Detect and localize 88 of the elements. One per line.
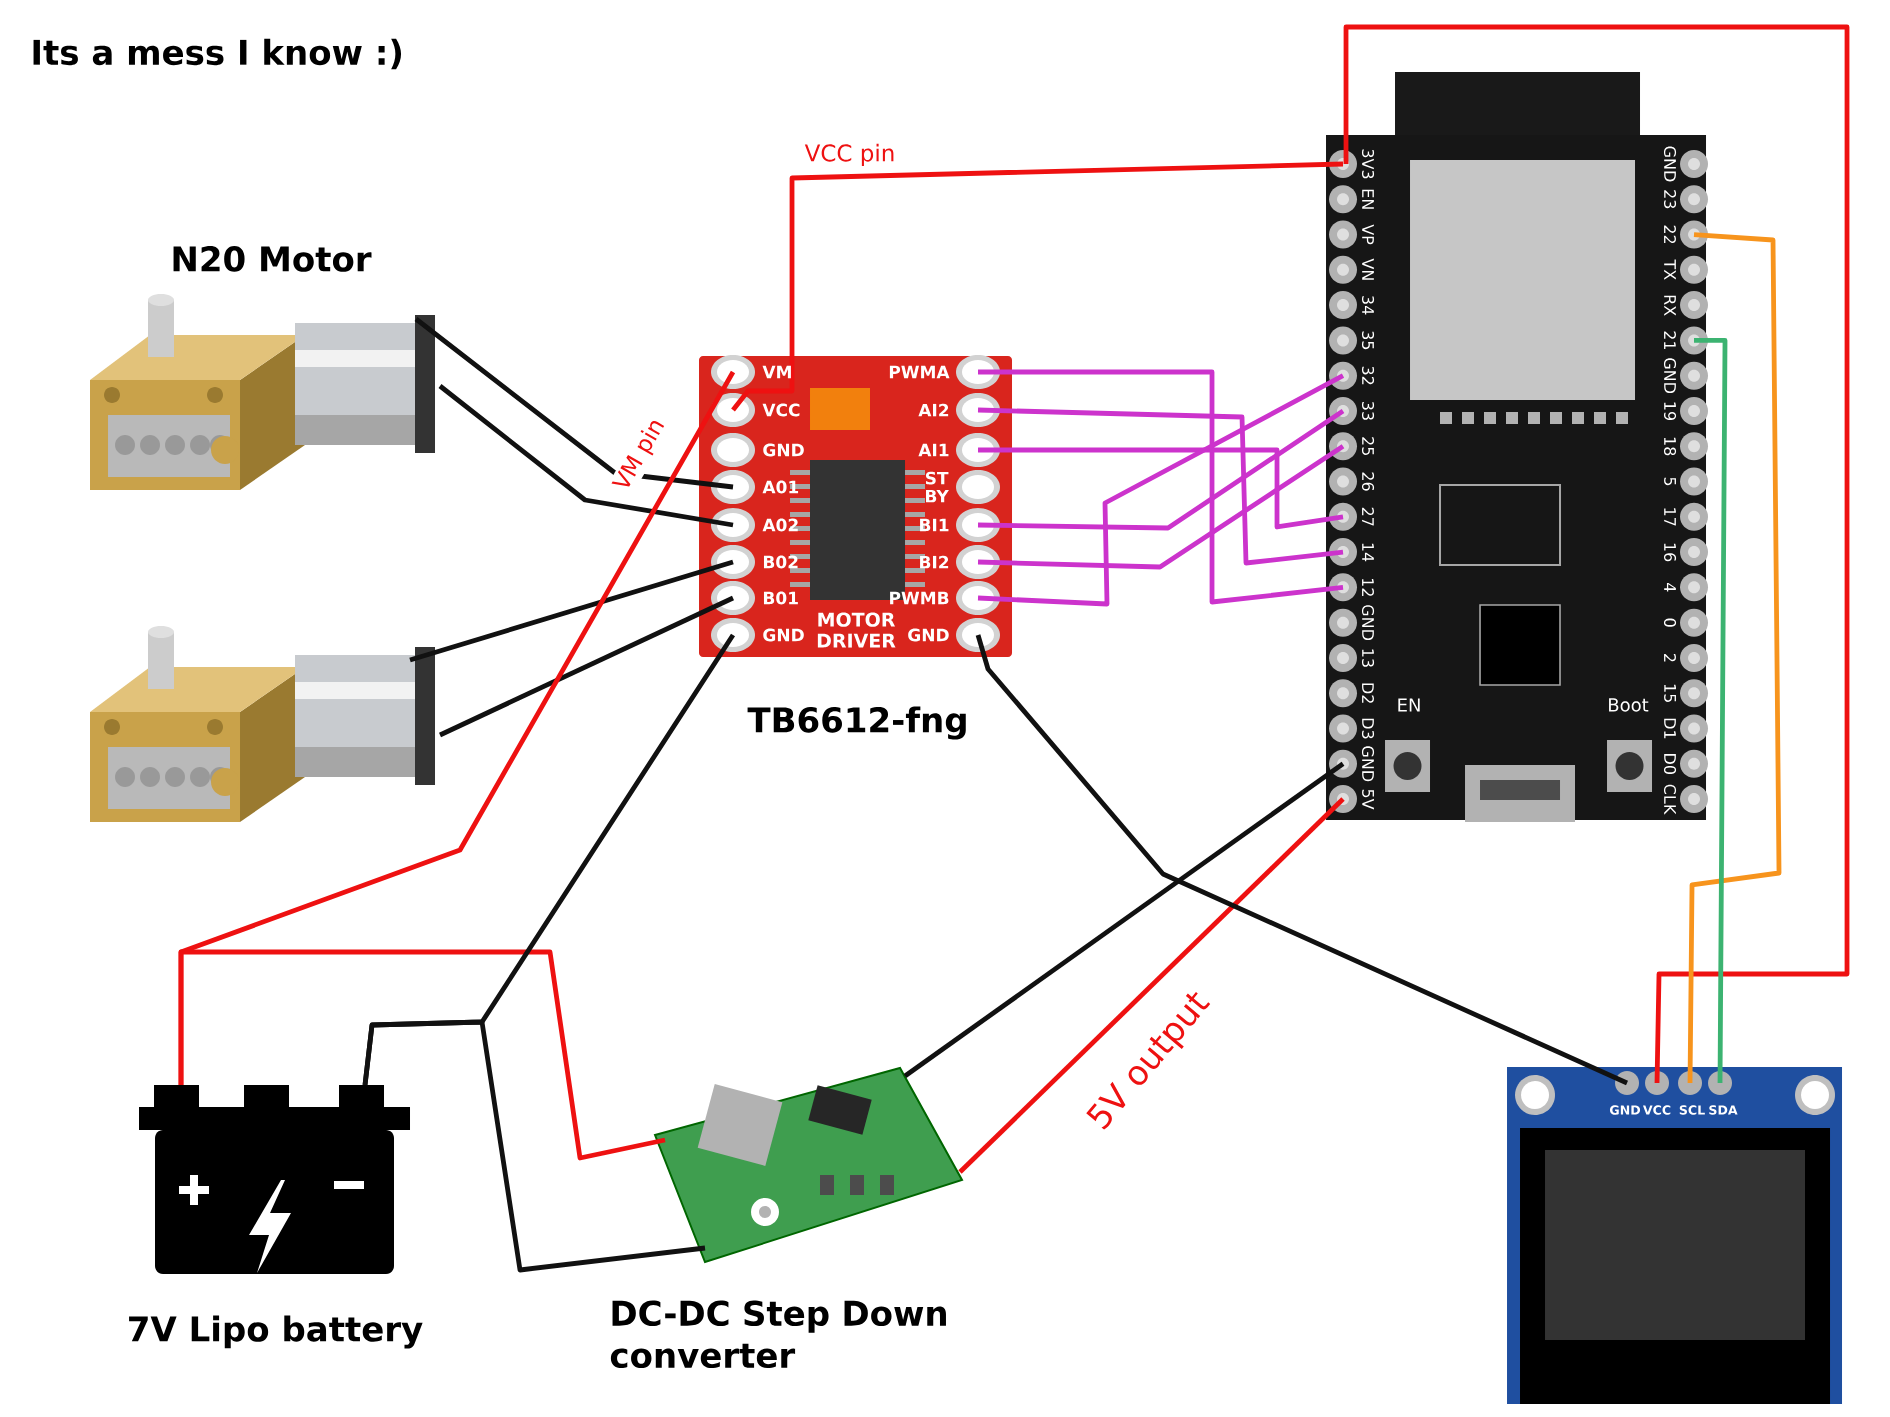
- wire: [975, 634, 1628, 1086]
- pin-label: ST BY: [925, 471, 949, 503]
- pin-label: 35: [1361, 331, 1375, 350]
- wire: [978, 447, 1344, 530]
- pin-label: D0: [1663, 754, 1677, 774]
- pin-label: 12: [1362, 578, 1374, 596]
- wire: [362, 1019, 706, 1273]
- pin-label: VN: [1362, 258, 1374, 280]
- pin-label: 5V: [1362, 789, 1374, 810]
- title: Its a mess I know :): [33, 38, 402, 70]
- pin-label: A01: [762, 480, 799, 494]
- pin-label: D1: [1664, 718, 1676, 739]
- wire: [958, 797, 1345, 1174]
- pin-label: 18: [1663, 437, 1677, 456]
- oled-display-drawing: [1507, 1067, 1842, 1404]
- pin-label: 15: [1664, 684, 1676, 702]
- pin-label: GND: [1663, 358, 1677, 394]
- motor-drawing: [90, 626, 435, 822]
- pin-label: 0: [1663, 618, 1677, 627]
- pin-label: BI1: [920, 518, 949, 532]
- component-label: DC-DC Step Down converter: [610, 1300, 946, 1369]
- pin-label: VCC: [1642, 1105, 1671, 1115]
- pin-label: 3V3: [1361, 149, 1375, 179]
- pin-label: 32: [1361, 366, 1375, 385]
- wire: [977, 407, 1344, 566]
- pin-label: 5: [1664, 477, 1676, 486]
- pin-label: GND: [1361, 605, 1375, 641]
- pin-label: SDA: [1709, 1105, 1738, 1115]
- pin-label: RX: [1664, 295, 1676, 316]
- pin-label: 19: [1663, 402, 1677, 420]
- pin-label: TX: [1664, 259, 1676, 280]
- pin-label: A02: [762, 518, 798, 532]
- wire: [438, 384, 734, 528]
- button-label: Boot: [1609, 698, 1649, 712]
- button-label: EN: [1398, 698, 1420, 712]
- pin-label: 27: [1362, 507, 1374, 526]
- pin-label: AI1: [918, 443, 949, 457]
- pin-label: 23: [1663, 190, 1677, 209]
- pin-label: 34: [1361, 296, 1375, 315]
- pin-label: GND: [1609, 1105, 1641, 1115]
- edge-label: VCC pin: [802, 141, 898, 169]
- pin-label: AI2: [918, 403, 949, 417]
- pin-label: GND: [763, 628, 804, 642]
- pin-label: 21: [1664, 331, 1676, 350]
- pin-label: 26: [1361, 472, 1375, 491]
- pin-label: 14: [1362, 543, 1374, 562]
- pin-label: CLK: [1663, 784, 1677, 815]
- pin-label: VM: [762, 365, 791, 379]
- pin-label: PWMB: [890, 591, 949, 605]
- pin-label: 25: [1361, 437, 1375, 455]
- component-label: 7V Lipo battery: [129, 1315, 423, 1349]
- pin-label: D2: [1362, 683, 1374, 703]
- wire: [977, 408, 1345, 531]
- pin-label: 13: [1361, 649, 1375, 667]
- component-label: N20 Motor: [173, 246, 372, 272]
- pin-label: GND: [763, 443, 804, 457]
- pin-label: B02: [764, 555, 798, 569]
- wire: [1343, 24, 1850, 1084]
- component-label: TB6612-fng: [747, 706, 966, 740]
- pin-label: 17: [1664, 508, 1676, 526]
- pin-label: SCL: [1679, 1105, 1705, 1115]
- pin-label: 4: [1664, 583, 1676, 592]
- wire: [178, 949, 666, 1161]
- pin-label: 2: [1664, 654, 1676, 662]
- microcontroller-board-drawing: [1326, 72, 1708, 822]
- wire: [731, 161, 1344, 412]
- board-label: MOTOR DRIVER: [817, 612, 896, 648]
- edge-label: VM pin: [608, 412, 672, 498]
- wire: [1687, 232, 1782, 1084]
- wire: [903, 761, 1345, 1078]
- pin-label: GND: [1361, 746, 1375, 782]
- pin-label: EN: [1362, 189, 1374, 209]
- pin-label: 33: [1361, 402, 1375, 420]
- pin-label: B01: [764, 591, 798, 605]
- pin-label: BI2: [920, 555, 949, 569]
- pin-label: PWMA: [889, 365, 950, 379]
- pin-label: 16: [1663, 543, 1677, 562]
- wire: [1694, 338, 1728, 1083]
- pin-label: VP: [1362, 224, 1374, 245]
- pin-label: D3: [1361, 718, 1375, 739]
- wire: [439, 595, 735, 738]
- pin-label: GND: [1663, 146, 1677, 182]
- wire: [414, 317, 734, 490]
- wire: [977, 444, 1345, 570]
- pin-label: 22: [1664, 225, 1676, 244]
- pin-label: GND: [908, 628, 949, 642]
- pin-label: VCC: [762, 403, 800, 417]
- wire: [409, 559, 734, 663]
